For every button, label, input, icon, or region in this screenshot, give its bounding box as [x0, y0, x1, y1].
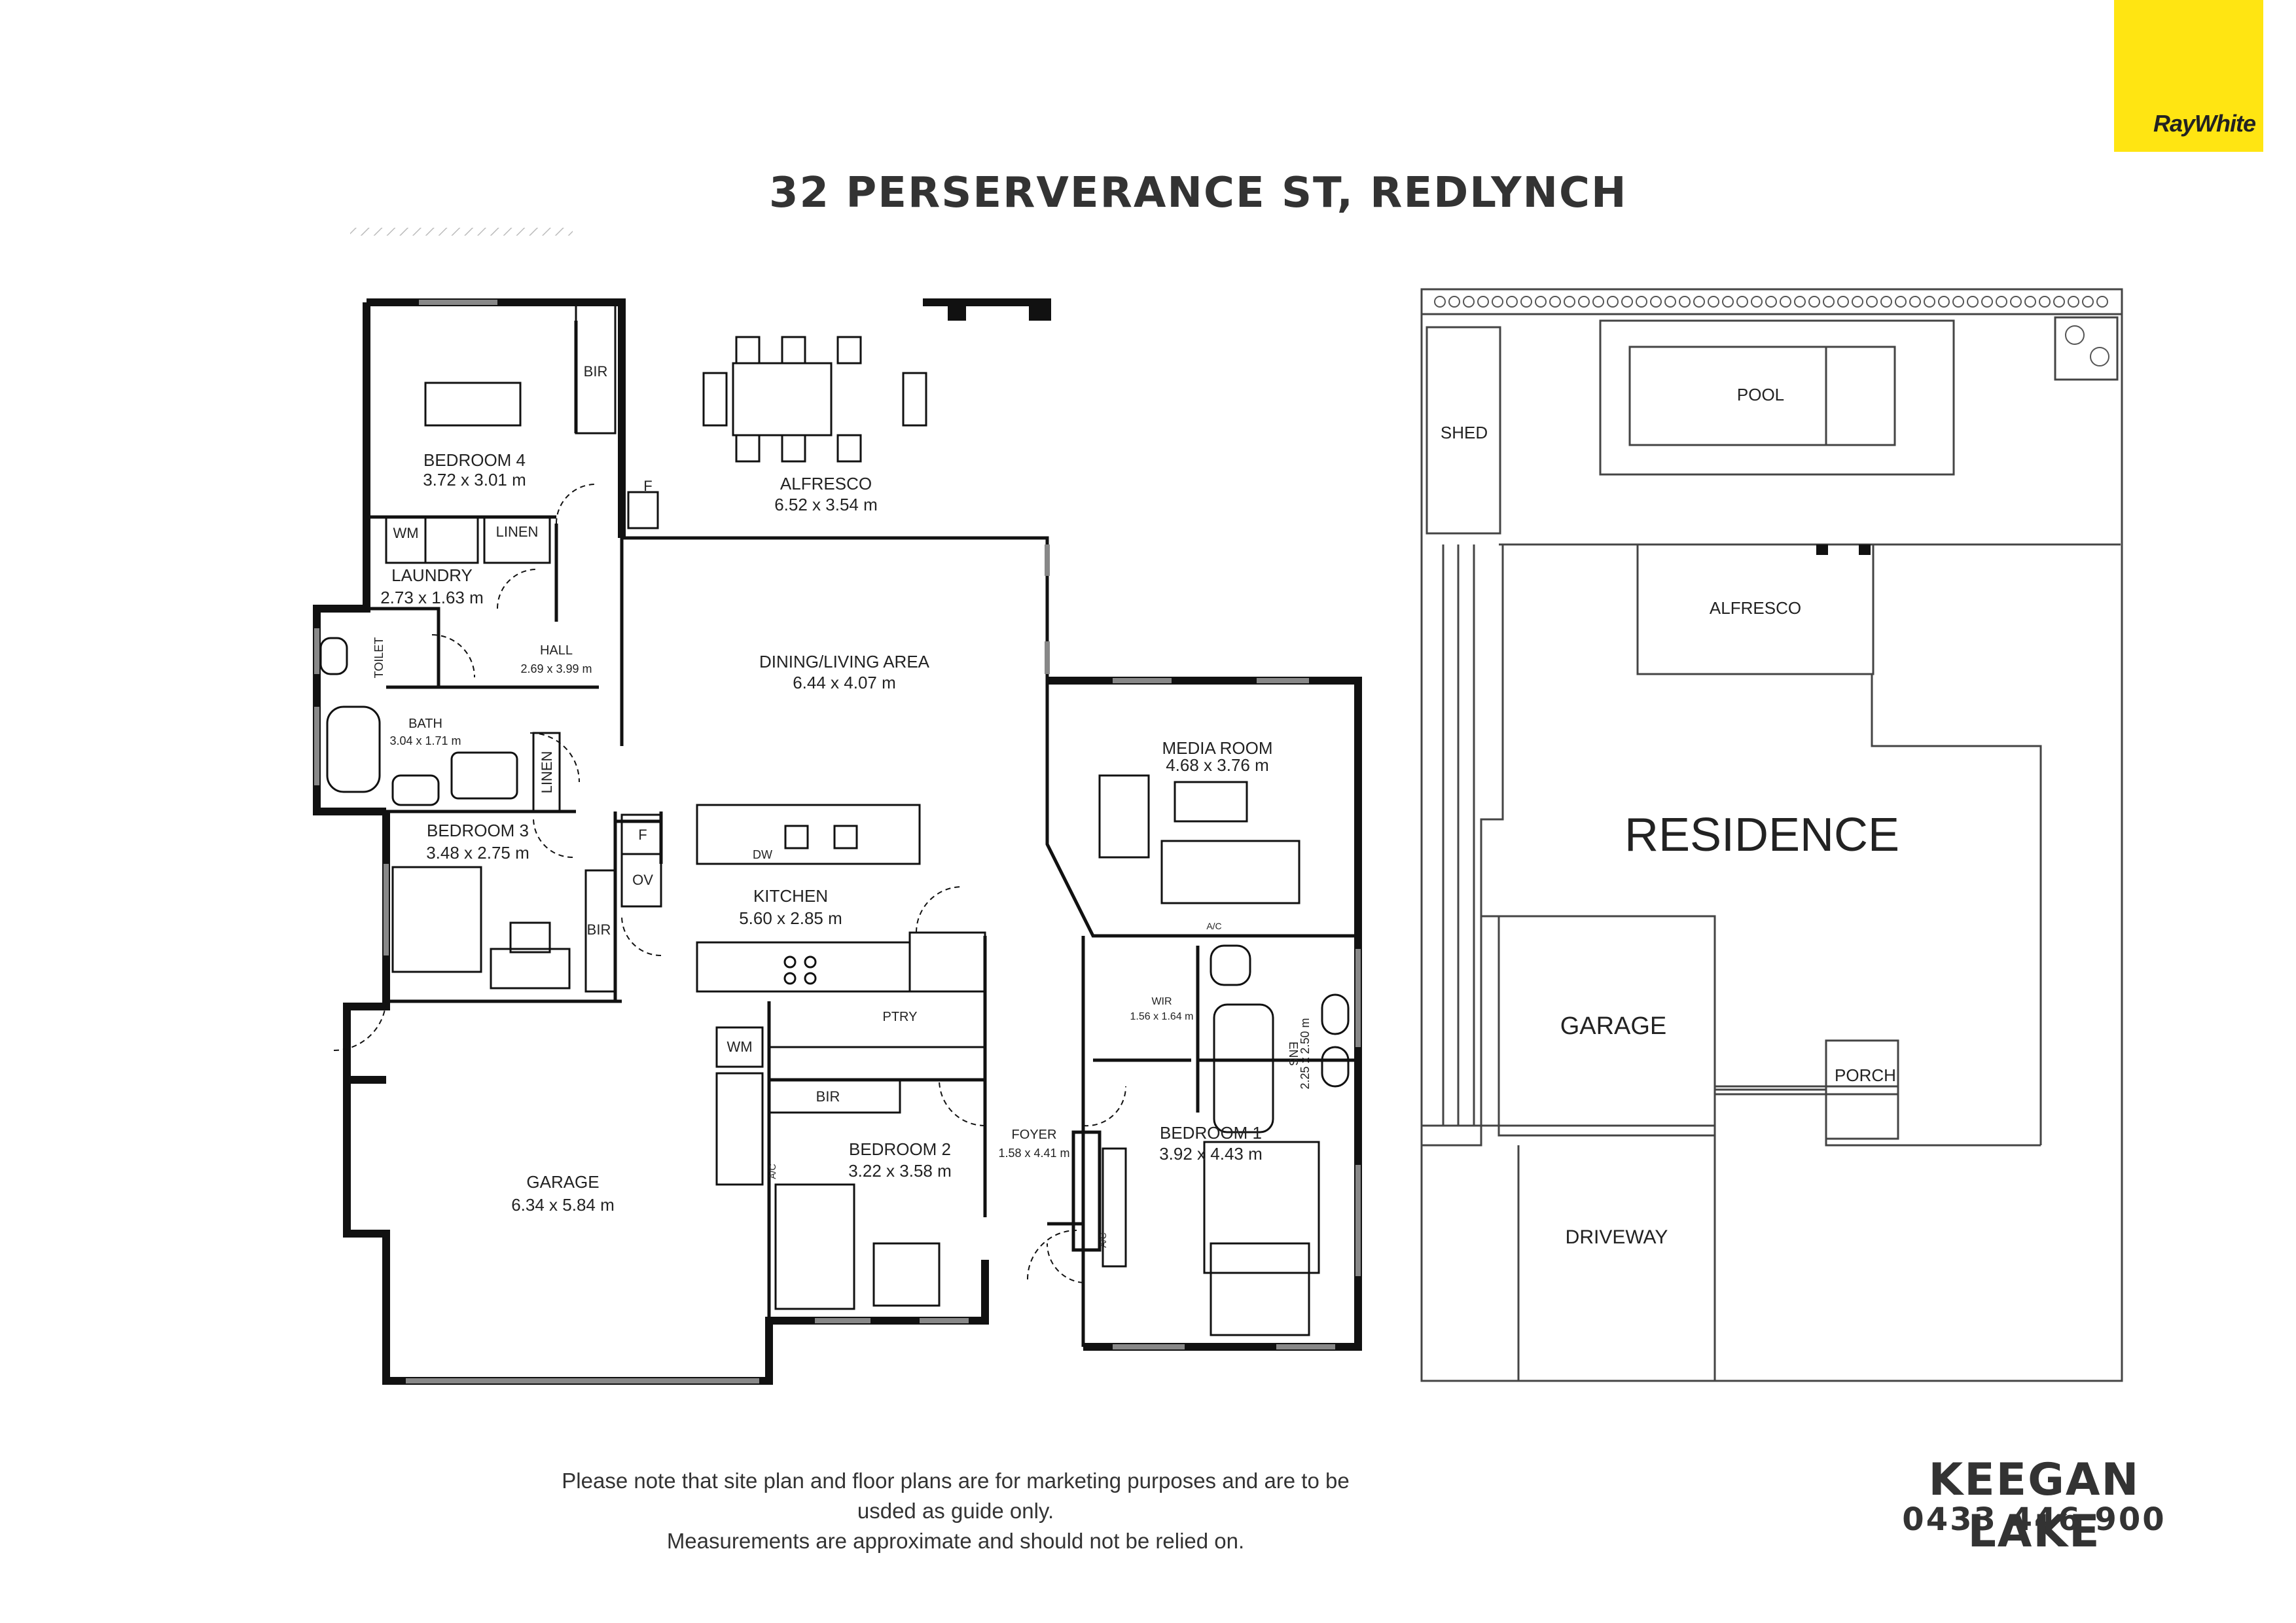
- fixture-label: F: [638, 827, 647, 843]
- room-size: 4.68 x 3.76 m: [1166, 755, 1269, 775]
- room-size: 1.58 x 4.41 m: [998, 1147, 1069, 1160]
- fixture-label: LINEN: [539, 751, 555, 794]
- fixture-label: PTRY: [883, 1010, 918, 1024]
- fixtures: [319, 301, 1350, 1336]
- pool-area: [1599, 319, 1955, 476]
- room-name: ENS: [1287, 1041, 1300, 1065]
- room-name: LAUNDRY: [391, 565, 473, 585]
- fixture-label: OV: [632, 872, 653, 888]
- site-garage: [1498, 915, 1716, 1137]
- porch: [1825, 1039, 1899, 1140]
- title-hatch: [350, 228, 573, 236]
- site-label: DRIVEWAY: [1566, 1226, 1668, 1248]
- room-name: BEDROOM 4: [423, 450, 526, 470]
- kitchen-bench: [696, 941, 911, 993]
- fixture-label: BIR: [816, 1088, 840, 1105]
- site-label: PORCH: [1835, 1065, 1896, 1085]
- room-name: KITCHEN: [753, 886, 828, 906]
- room-name: DINING/LIVING AREA: [759, 652, 930, 671]
- room-name: BEDROOM 1: [1160, 1123, 1262, 1143]
- hedge: [1434, 296, 2109, 366]
- room-name: GARAGE: [526, 1172, 599, 1192]
- site-plan: [1420, 288, 2123, 1382]
- room-name: ALFRESCO: [780, 474, 872, 493]
- site-boundary: [1420, 288, 2123, 1382]
- fixture-label: A/C: [767, 1164, 778, 1179]
- site-alfresco: [1636, 543, 1874, 675]
- room-name: BATH: [408, 717, 442, 731]
- site-labels: POOL SHED ALFRESCO RESIDENCE GARAGE PORC…: [1441, 385, 1899, 1248]
- fixture-label: WM: [393, 525, 418, 541]
- room-size: 6.52 x 3.54 m: [774, 495, 878, 514]
- room-name: BEDROOM 2: [849, 1139, 951, 1159]
- fixture-label: DW: [753, 848, 772, 861]
- fixture-labels: BIR BIR BIR LINEN LINEN WM WM TOILET F F…: [372, 363, 1222, 1248]
- room-size: 6.44 x 4.07 m: [793, 673, 896, 692]
- room-size: 5.60 x 2.85 m: [739, 908, 842, 928]
- brand-name: RayWhite: [2153, 110, 2256, 137]
- agent-phone: 0433 446 900: [1902, 1501, 2166, 1538]
- room-size: 1.56 x 1.64 m: [1130, 1011, 1194, 1022]
- room-size: 2.69 x 3.99 m: [520, 662, 592, 675]
- room-size: 3.92 x 4.43 m: [1159, 1144, 1263, 1164]
- room-name: WIR: [1151, 996, 1172, 1007]
- room-name: HALL: [540, 643, 573, 658]
- shed: [1426, 326, 1501, 535]
- room-size: 3.48 x 2.75 m: [426, 843, 529, 863]
- room-size: 2.25 x 2.50 m: [1299, 1018, 1312, 1089]
- site-label: POOL: [1737, 385, 1784, 404]
- room-labels: BEDROOM 4 3.72 x 3.01 m ALFRESCO 6.52 x …: [380, 450, 1312, 1215]
- room-name: MEDIA ROOM: [1162, 738, 1272, 758]
- fixture-label: BIR: [587, 921, 611, 938]
- disclaimer-line-2: Measurements are approximate and should …: [666, 1529, 1245, 1553]
- fixture-label: LINEN: [496, 524, 539, 540]
- fixture-label: BIR: [584, 363, 608, 380]
- post: [1859, 544, 1871, 555]
- fixture-label: A/C: [1206, 921, 1221, 931]
- room-size: 3.04 x 1.71 m: [389, 734, 461, 747]
- post: [1029, 302, 1047, 321]
- room-name: BEDROOM 3: [427, 821, 529, 840]
- fixture-label: A/C: [1098, 1232, 1108, 1247]
- windows: [314, 300, 1361, 1383]
- kitchen-island: [696, 804, 921, 865]
- fixture-label: F: [643, 478, 652, 494]
- agent-name: KEEGAN LAKE: [1928, 1454, 2140, 1558]
- site-label: GARAGE: [1560, 1012, 1667, 1040]
- disclaimer: Please note that site plan and floor pla…: [556, 1466, 1355, 1556]
- fixture-label: WM: [726, 1039, 752, 1055]
- site-label: SHED: [1441, 423, 1488, 442]
- page-title: 32 PERSERVERANCE ST, REDLYNCH: [769, 169, 1628, 217]
- disclaimer-line-1: Please note that site plan and floor pla…: [562, 1469, 1350, 1523]
- room-name: FOYER: [1012, 1128, 1057, 1142]
- door-swings: [333, 484, 1127, 1283]
- room-size: 6.34 x 5.84 m: [511, 1195, 615, 1215]
- site-label: RESIDENCE: [1624, 809, 1899, 861]
- site-label: ALFRESCO: [1710, 598, 1801, 618]
- raywhite-logo: RayWhite: [2114, 0, 2263, 152]
- room-size: 3.72 x 3.01 m: [423, 470, 526, 490]
- post: [1816, 544, 1828, 555]
- post: [948, 302, 966, 321]
- floor-plan: [313, 298, 1362, 1385]
- fixture-label: TOILET: [372, 637, 386, 679]
- room-size: 3.22 x 3.58 m: [848, 1161, 952, 1181]
- room-size: 2.73 x 1.63 m: [380, 588, 484, 607]
